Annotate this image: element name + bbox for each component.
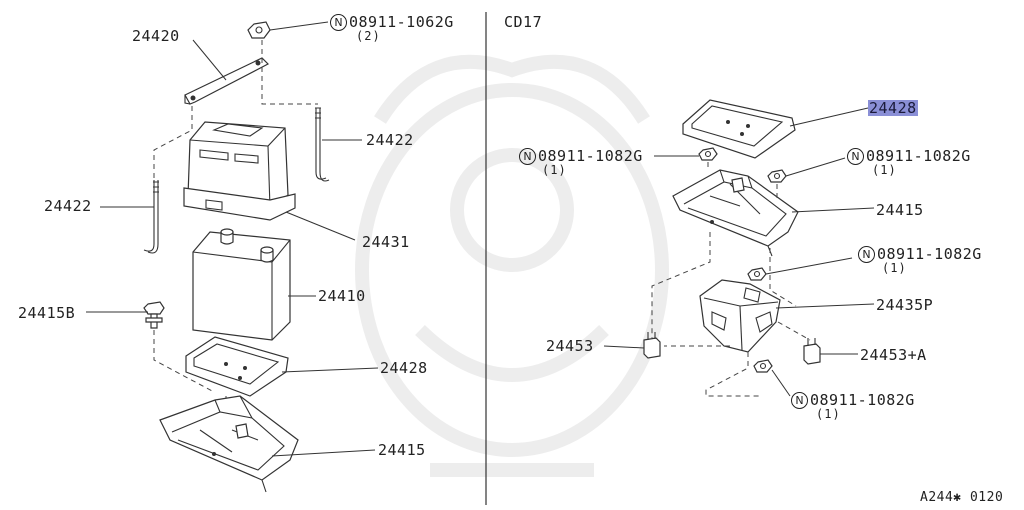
label-fastener-right-3[interactable]: 08911-1082G: [877, 245, 982, 263]
qty-fastener-left-top: (2): [356, 29, 381, 43]
label-rod-right-24422[interactable]: 24422: [366, 131, 414, 149]
nut-icon-upper-right[interactable]: [767, 169, 787, 183]
qty-fastener-right-3: (1): [882, 261, 907, 275]
battery[interactable]: [192, 228, 291, 341]
label-battery-24410[interactable]: 24410: [318, 287, 366, 305]
battery-tray-left[interactable]: [185, 336, 289, 397]
hold-down-rod-right[interactable]: [315, 107, 330, 182]
clip-right[interactable]: [803, 338, 821, 365]
label-tray-right-24428-highlighted[interactable]: 24428: [868, 99, 918, 117]
clip-left[interactable]: [643, 332, 661, 359]
bolt-icon[interactable]: [143, 301, 165, 329]
model-code: CD17: [504, 13, 543, 31]
label-clip-left-24453[interactable]: 24453: [546, 337, 594, 355]
qty-fastener-right-4: (1): [816, 407, 841, 421]
label-tray-left-24428[interactable]: 24428: [380, 359, 428, 377]
label-support-left-24415[interactable]: 24415: [378, 441, 426, 459]
hold-down-rod-left[interactable]: [143, 180, 159, 254]
label-bolt-24415B[interactable]: 24415B: [18, 304, 76, 322]
nut-symbol-icon: N: [791, 392, 808, 409]
battery-cover[interactable]: [183, 121, 296, 221]
battery-support-right[interactable]: [672, 169, 799, 257]
nut-symbol-icon: N: [858, 246, 875, 263]
nut-icon-lower[interactable]: [753, 359, 773, 373]
label-support-right-24415[interactable]: 24415: [876, 201, 924, 219]
nut-icon-middle[interactable]: [747, 267, 767, 281]
battery-tray-right[interactable]: [682, 99, 796, 159]
label-fastener-right-4[interactable]: 08911-1082G: [810, 391, 915, 409]
nut-symbol-icon: N: [330, 14, 347, 31]
label-rod-left-24422[interactable]: 24422: [44, 197, 92, 215]
label-bracket-24420[interactable]: 24420: [132, 27, 180, 45]
nut-symbol-icon: N: [847, 148, 864, 165]
watermark-emblem: [355, 54, 669, 477]
label-fastener-right-2[interactable]: 08911-1082G: [866, 147, 971, 165]
qty-fastener-right-1: (1): [542, 163, 567, 177]
label-cover-24431[interactable]: 24431: [362, 233, 410, 251]
label-fastener-right-1[interactable]: 08911-1082G: [538, 147, 643, 165]
figure-code: A244✱ 0120: [920, 490, 1004, 505]
nut-icon-upper-left[interactable]: [698, 147, 718, 161]
nut-symbol-icon: N: [519, 148, 536, 165]
top-nut-icon[interactable]: [247, 21, 271, 39]
label-clip-right-24453A[interactable]: 24453+A: [860, 346, 927, 364]
label-bracket-24435P[interactable]: 24435P: [876, 296, 934, 314]
label-fastener-left-top[interactable]: 08911-1062G: [349, 13, 454, 31]
battery-hold-down-bracket[interactable]: [184, 57, 270, 105]
qty-fastener-right-2: (1): [872, 163, 897, 177]
battery-mount-bracket[interactable]: [699, 279, 781, 353]
battery-support-left[interactable]: [159, 395, 299, 493]
